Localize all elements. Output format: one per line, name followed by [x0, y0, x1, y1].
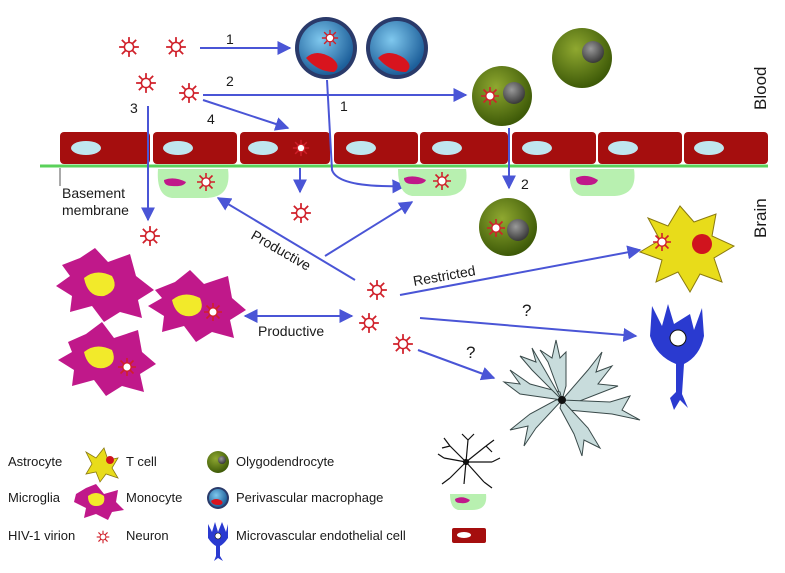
step-2a: 2 [226, 73, 234, 89]
legend: Astrocyte T cell Olygodendrocyte Microgl… [8, 433, 501, 561]
legend-endothelial: Microvascular endothelial cell [236, 528, 406, 543]
legend-macrophage-icon [207, 487, 229, 509]
pathway-arrows [141, 41, 642, 381]
oligodendrocyte-cell [502, 339, 641, 457]
legend-neuron: Neuron [126, 528, 169, 543]
endothelial-cell [512, 132, 596, 164]
productive-label-horiz: Productive [258, 323, 324, 339]
basement-label-1: Basement [62, 185, 125, 201]
infected-macrophage [295, 17, 357, 79]
brain-label: Brain [751, 198, 770, 238]
perivascular-pocket [398, 169, 467, 196]
endothelial-cell [153, 132, 237, 164]
microglia-infected [58, 322, 156, 396]
legend-tcell-icon [106, 456, 114, 464]
legend-oligodendrocyte: Olygodendrocyte [236, 454, 334, 469]
endothelial-cell [420, 132, 508, 164]
hiv-virion [139, 225, 161, 247]
neuron-cell [650, 304, 704, 410]
legend-astrocyte: Astrocyte [8, 454, 62, 469]
perivascular-macrophage [366, 17, 428, 79]
endothelial-cell [684, 132, 768, 164]
astrocyte-infected [638, 205, 736, 293]
hiv-virion [358, 312, 380, 334]
step-1b: 1 [340, 98, 348, 114]
perivascular-pocket [157, 169, 229, 198]
endothelial-cell [598, 132, 682, 164]
unknown-neuron-label: ? [522, 301, 531, 320]
hiv-virion [392, 333, 414, 355]
legend-tcell: T cell [126, 454, 157, 469]
blood-label: Blood [751, 67, 770, 110]
hiv-virion [178, 82, 200, 104]
infected-endothelial-virion [292, 139, 310, 157]
infected-monocyte-brain [479, 198, 537, 256]
legend-microglia-icon [74, 484, 124, 520]
step-4: 4 [207, 111, 215, 127]
hiv-virion [366, 279, 388, 301]
legend-virion-icon [96, 530, 110, 544]
basement-label-2: membrane [62, 202, 129, 218]
legend-virion: HIV-1 virion [8, 528, 75, 543]
legend-oligodendrocyte-icon [207, 451, 229, 473]
legend-monocyte: Monocyte [126, 490, 182, 505]
legend-microglia: Microglia [8, 490, 61, 505]
hiv-virion [165, 36, 187, 58]
endothelial-cell [60, 132, 150, 164]
step-3: 3 [130, 100, 138, 116]
legend-endothelial-icon [452, 528, 486, 543]
hiv-virion [135, 72, 157, 94]
restricted-label: Restricted [412, 262, 477, 289]
hiv-virion [290, 202, 312, 224]
legend-macrophage: Perivascular macrophage [236, 490, 383, 505]
legend-oligodendrocyte-branch-icon [437, 433, 501, 489]
legend-neuron-icon [208, 522, 228, 561]
legend-perivascular-pocket-icon [450, 494, 487, 510]
infected-monocyte-blood [472, 66, 532, 126]
step-1a: 1 [226, 31, 234, 47]
hiv-virion [118, 36, 140, 58]
legend-astrocyte-icon [85, 447, 119, 483]
monocyte-uninfected [552, 28, 612, 88]
unknown-astro-label: ? [466, 343, 475, 362]
endothelial-layer [60, 132, 768, 164]
perivascular-pocket [569, 169, 635, 196]
microglia-cell [56, 248, 154, 322]
endothelial-cell [240, 132, 330, 164]
step-2b: 2 [521, 176, 529, 192]
microglia-infected [148, 270, 246, 342]
